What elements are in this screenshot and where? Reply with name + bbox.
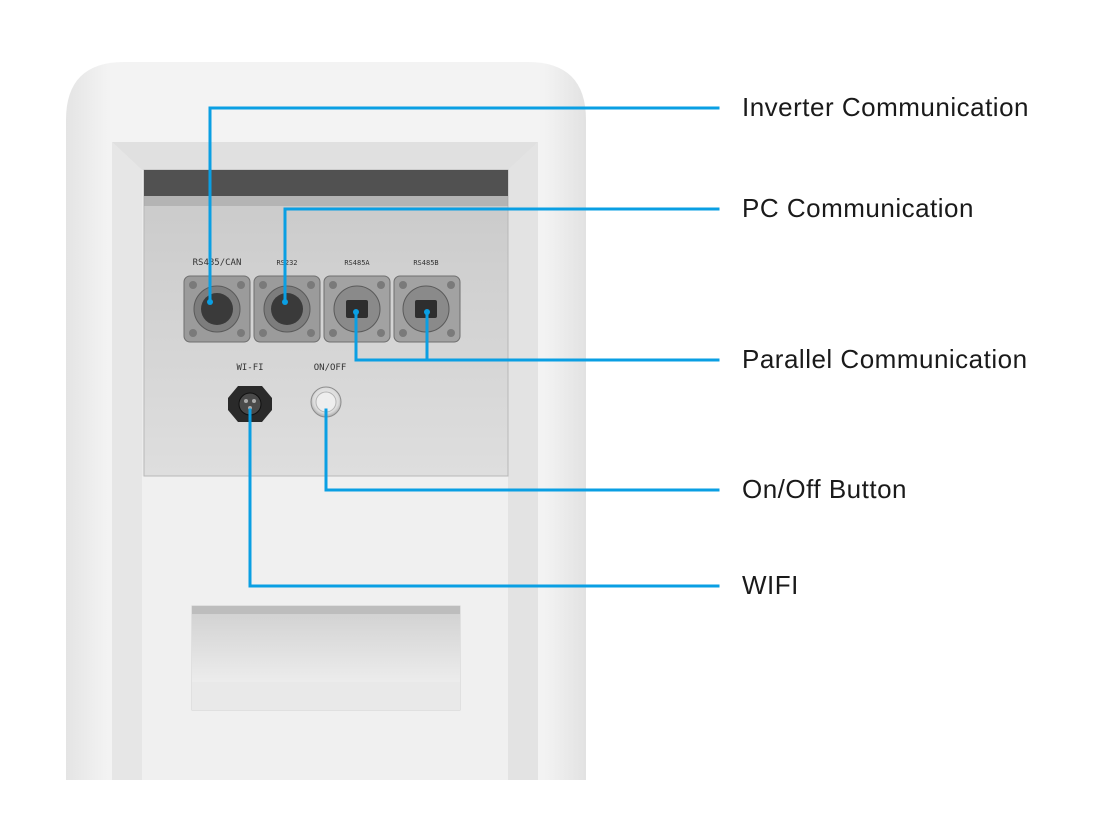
callout-pc-communication: PC Communication (742, 193, 974, 223)
leader-dot-pc (282, 299, 288, 305)
leader-inverter (208, 106, 720, 304)
port-rs232[interactable] (253, 275, 321, 343)
onoff-button[interactable] (310, 386, 342, 418)
leader-pc (283, 207, 720, 304)
handle-recess (191, 605, 461, 711)
callout-inverter-communication: Inverter Communication (742, 92, 1029, 122)
leader-onoff (324, 408, 720, 492)
cabinet-side-left (112, 142, 142, 780)
leader-dot-rs485a (353, 309, 359, 315)
leader-parallel (354, 310, 720, 362)
cabinet-side-right (508, 142, 538, 780)
port-label-rs485a: RS485A (344, 259, 370, 267)
port-label-rs485-can: RS485/CAN (193, 258, 242, 268)
port-rs485a[interactable] (323, 275, 391, 343)
callout-parallel-communication: Parallel Communication (742, 344, 1028, 374)
callout-wifi: WIFI (742, 570, 799, 600)
leader-dot-rs485b (424, 309, 430, 315)
wifi-port-label: WI-FI (236, 363, 263, 373)
port-label-rs485b: RS485B (413, 259, 438, 267)
port-label-rs232: RS232 (276, 259, 297, 267)
port-rs485-can[interactable] (183, 275, 251, 343)
port-panel-top-shadow (144, 170, 508, 196)
port-panel-inner-shadow (144, 196, 508, 206)
cabinet-bevel (112, 142, 538, 170)
leader-wifi (248, 408, 720, 588)
callout-onoff-button: On/Off Button (742, 474, 908, 504)
wifi-connector[interactable] (228, 386, 272, 422)
leader-dot-inverter (207, 299, 213, 305)
onoff-button-label: ON/OFF (314, 363, 347, 373)
